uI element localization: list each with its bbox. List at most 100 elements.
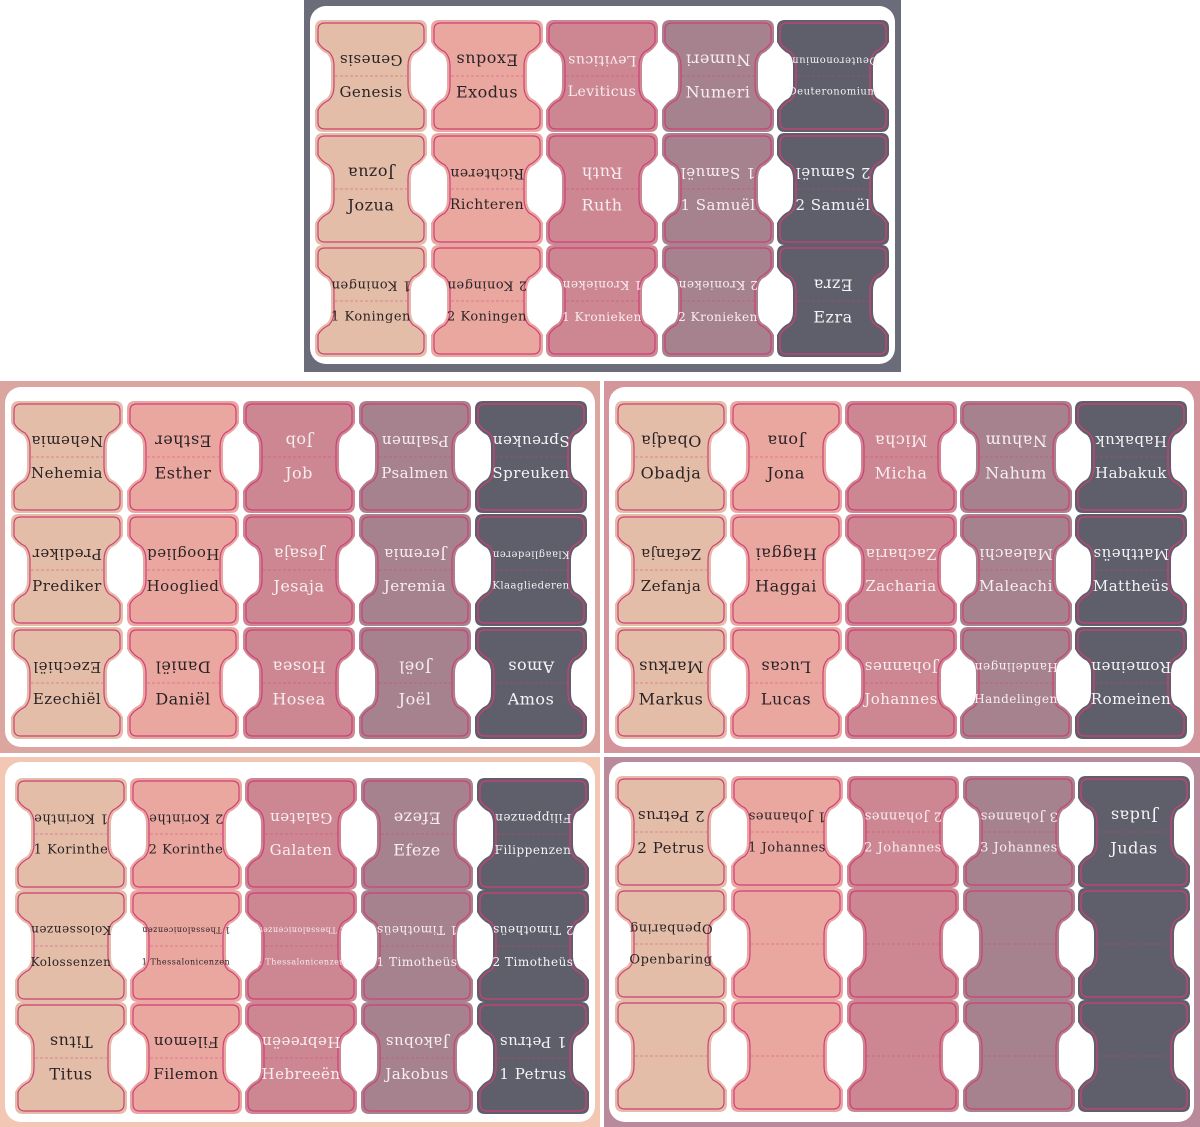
tab-label: Habakuk (1095, 464, 1167, 482)
tab-label-flipped: Lucas (760, 657, 812, 677)
tab-shape (1078, 776, 1190, 888)
tab-label: Kolossenzen (30, 955, 112, 969)
tab-blank (847, 1000, 959, 1112)
tab-shape (1075, 401, 1187, 513)
tab-shape (1075, 627, 1187, 739)
tab-label-flipped: Numeri (685, 50, 751, 70)
tab-label: Hosea (272, 689, 326, 709)
tab-shape (546, 245, 658, 357)
tab-label: Galaten (269, 841, 333, 859)
tab-label: Numeri (685, 82, 751, 102)
tab-label: 3 Johannes (980, 840, 1058, 856)
tab-shape (960, 627, 1072, 739)
tab-shape (847, 776, 959, 888)
tab-label: 1 Thessalonicenzen (141, 957, 231, 967)
tab-shape (359, 401, 471, 513)
tab-label: 1 Koningen (331, 309, 411, 325)
tab-label: Joël (398, 689, 432, 709)
tab-label: 2 Timotheüs (492, 955, 574, 969)
tab-blank (731, 888, 843, 1000)
tab-shape (1075, 514, 1187, 626)
tab-label-flipped: 1 Korinthe (33, 810, 109, 826)
tab-label: Klaagliederen (492, 580, 570, 592)
tab-label-flipped: Spreuken (492, 432, 570, 450)
tab-label: Exodus (455, 82, 519, 102)
tab-shape (1078, 888, 1190, 1000)
tab-shape (777, 133, 889, 245)
tab-shape (777, 20, 889, 132)
tab-shape (845, 514, 957, 626)
tab-label-flipped: Micha (874, 431, 928, 451)
tab-label-flipped: Titus (49, 1032, 93, 1052)
tab-shape (15, 778, 127, 890)
tab-label: Job (285, 463, 313, 483)
tab-shape (546, 133, 658, 245)
tab-label: 2 Kronieken (678, 310, 758, 324)
tab-label: Hebreeën (261, 1065, 341, 1083)
tab-label: Jeremia (383, 577, 447, 595)
tab-blank (963, 1000, 1075, 1112)
tab-shape (845, 401, 957, 513)
tab-label-flipped: 2 Johannes (864, 808, 942, 824)
tab-label-flipped: Handelingen (974, 660, 1058, 674)
tab-label-flipped: Klaagliederen (492, 548, 570, 560)
tab-label: Deuteronomium (788, 86, 878, 98)
tab-label-flipped: Deuteronomium (788, 54, 878, 66)
tab-label-flipped: Jozua (347, 163, 395, 183)
tab-label-flipped: Filemon (153, 1033, 219, 1051)
tab-label: Zacharia (865, 577, 937, 595)
tab-label-flipped: Mattheüs (1092, 545, 1170, 563)
tab-shape (477, 778, 589, 890)
tab-label: Hooglied (146, 577, 220, 595)
tab-label-flipped: Hebreeën (261, 1033, 341, 1051)
tab-label: Jona (767, 463, 805, 483)
tab-label: Ezechiël (32, 690, 102, 708)
tab-shape (245, 890, 357, 1002)
tab-shape (615, 514, 727, 626)
tab-shape (845, 627, 957, 739)
tab-label-flipped: Romeinen (1090, 658, 1172, 676)
tab-shape (130, 1002, 242, 1114)
tab-label-flipped: Ezra (813, 275, 853, 295)
tab-label-flipped: Hosea (272, 657, 326, 677)
tab-label: Richteren (449, 197, 525, 213)
tab-blank (1078, 1000, 1190, 1112)
tab-shape (615, 627, 727, 739)
tab-label: 2 Johannes (864, 840, 942, 856)
tab-shape (731, 888, 843, 1000)
tab-label-flipped: Jesaja (273, 544, 325, 564)
tab-shape (431, 245, 543, 357)
tab-label: Jesaja (273, 576, 325, 596)
tab-label-flipped: 1 Kronieken (562, 278, 642, 292)
tab-shape (731, 1000, 843, 1112)
tab-label-flipped: Galaten (269, 809, 333, 827)
tab-label: Filippenzen (494, 843, 572, 857)
tab-label-flipped: Filippenzen (494, 811, 572, 825)
tab-shape (615, 888, 727, 1000)
tab-label: Openbaring (629, 952, 713, 968)
tab-label-flipped: Esther (154, 431, 212, 451)
tab-shape (431, 133, 543, 245)
tab-label: Efeze (393, 840, 441, 860)
tab-label: Maleachi (979, 577, 1053, 595)
tab-shape (359, 627, 471, 739)
